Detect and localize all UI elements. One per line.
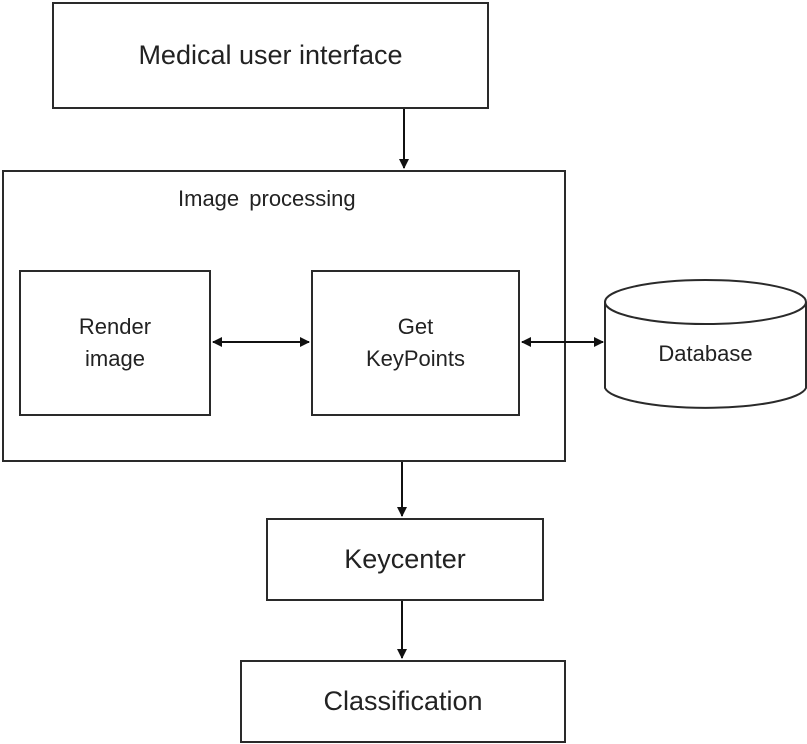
node-label-line1: Render [78, 314, 152, 340]
node-label-line2: KeyPoints [365, 346, 466, 371]
node-classification: Classification [240, 660, 566, 743]
database-cylinder [604, 279, 807, 409]
node-database-label: Database [658, 341, 753, 366]
node-medical-user-interface: Medical user interface [52, 2, 489, 109]
node-label: Medical user interface [138, 39, 403, 70]
node-label-line2: image [85, 346, 145, 371]
node-label: Classification [323, 685, 483, 716]
node-label-line1: Get [397, 314, 434, 340]
node-render-image: Render image [19, 270, 211, 416]
node-keycenter: Keycenter [266, 518, 544, 601]
container-title: Image processing [178, 186, 356, 211]
node-get-keypoints: Get KeyPoints [311, 270, 520, 416]
node-label: Keycenter [344, 543, 466, 574]
